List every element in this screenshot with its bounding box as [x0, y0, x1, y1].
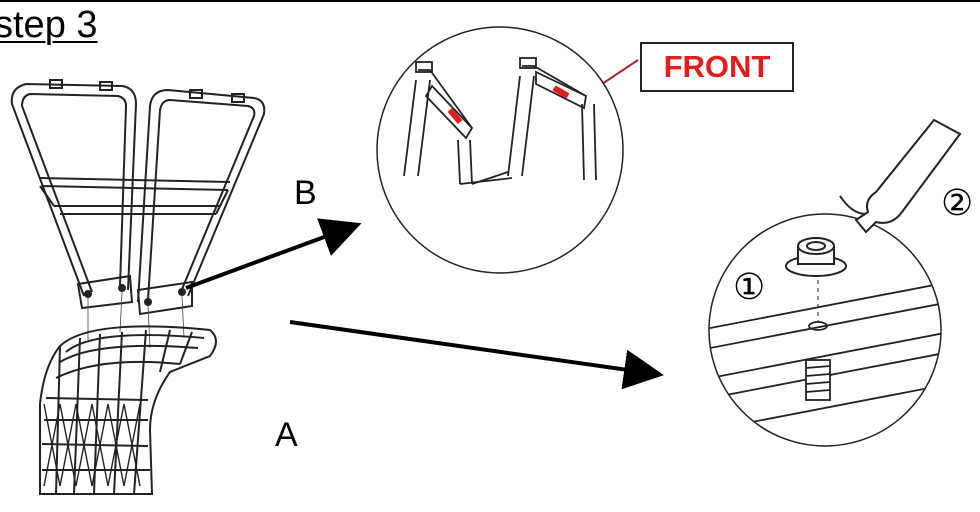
frame-bolt-holes	[84, 284, 186, 306]
detail-b-frame	[403, 57, 597, 185]
header-rule	[0, 0, 980, 2]
label-a: A	[275, 416, 298, 454]
label-b: B	[294, 174, 317, 212]
wire-basket	[39, 325, 217, 495]
front-marks	[447, 85, 570, 125]
wrench-icon	[839, 118, 962, 234]
arrow-to-detail-b	[185, 218, 362, 290]
arrow-to-bolt-detail	[289, 320, 664, 390]
basket-diamond-pattern	[43, 403, 141, 487]
frame-assembly	[10, 79, 266, 316]
step-title: step 3	[0, 4, 98, 46]
detail-circle-b	[376, 26, 624, 274]
bolt-detail	[709, 279, 941, 433]
step-two-marker: ②	[941, 183, 974, 224]
step-one-marker: ①	[733, 267, 766, 308]
flange-nut	[785, 237, 847, 277]
alignment-guides	[87, 291, 185, 349]
front-callout: FRONT	[640, 42, 794, 92]
